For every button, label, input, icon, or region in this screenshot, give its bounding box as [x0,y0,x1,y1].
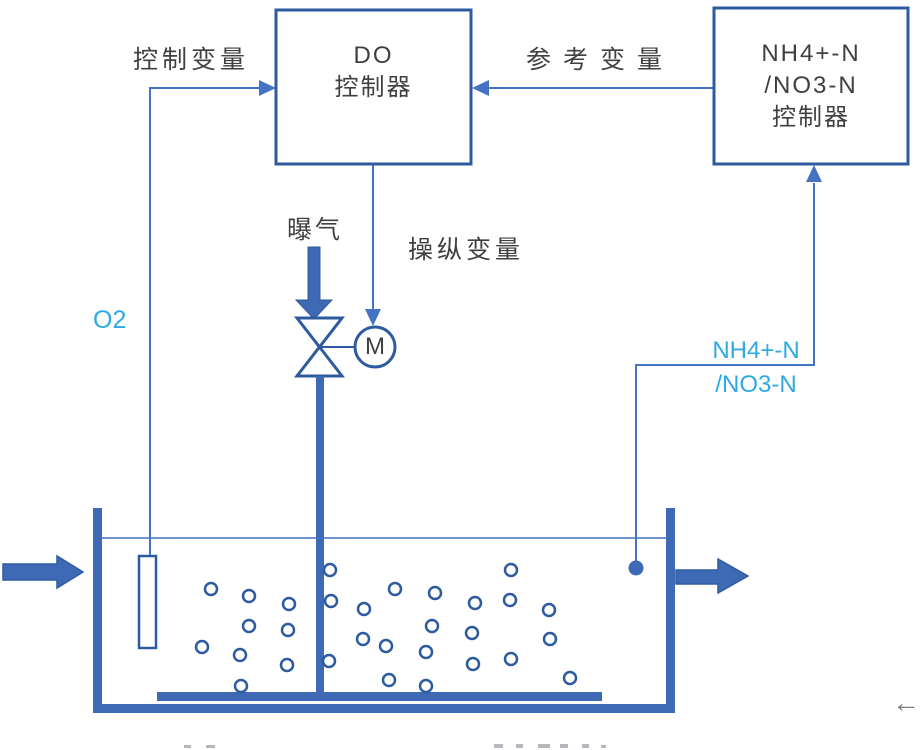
air-bubble-icon [424,618,440,634]
air-bubble-icon [542,631,558,647]
paragraph-return-mark: ← [892,687,920,718]
air-bubble-icon [467,595,483,611]
aeration-pipe [316,376,324,698]
air-bubble-icon [502,592,518,608]
label-nh4-sensor: NH4+-N /NO3-N [656,334,856,402]
air-bubble-icon [232,647,248,663]
do-controller-box [274,8,473,166]
nh4-controller-label-line3: 控制器 [772,104,850,131]
label-aeration: 曝气 [286,216,343,244]
air-bubble-icon [241,618,257,634]
inflow-arrow-icon [2,554,85,590]
air-bubble-icon [562,670,578,686]
do-probe-icon [137,554,158,650]
nh4-sensor-arrowhead-icon [806,165,822,182]
outflow-arrow-icon [675,557,750,595]
air-bubble-icon [280,622,296,638]
motor-label: M [365,333,385,360]
clipped-caption-fragments [184,744,606,748]
label-nh4-sensor-line1: NH4+-N [712,337,800,364]
air-bubble-icon [503,651,519,667]
tank-bottom [93,704,675,713]
do-controller-label: DO 控制器 [276,10,471,164]
air-bubble-icon [281,596,297,612]
reference-variable-arrowhead-icon [472,80,489,96]
air-bubble-icon [378,638,394,654]
air-bubble-icon [465,656,481,672]
label-manipulated-variable: 操纵变量 [407,236,524,264]
nh4-sensor-line [635,183,815,561]
air-bubble-icon [418,644,434,660]
nh4-controller-label-line2: /NO3-N [764,72,858,99]
air-bubble-icon [323,593,339,609]
label-reference-variable: 参考变量 [525,46,674,74]
air-bubble-icon [418,678,434,694]
air-bubble-icon [381,672,397,688]
air-bubble-icon [203,581,219,597]
air-bubble-icon [355,631,371,647]
control-variable-arrowhead-icon [259,80,276,96]
valve-icon [293,316,346,350]
air-bubble-icon [503,562,519,578]
bubbles-group [194,562,578,694]
nh4-controller-box [712,6,910,166]
label-control-variable: 控制变量 [132,46,249,74]
tank-left-wall [93,508,102,713]
motor-circle-icon [353,325,397,369]
do-controller-label-line1: DO [353,42,394,69]
nh4-controller-label-line1: NH4+-N [761,40,861,67]
air-bubble-icon [356,601,372,617]
air-bubble-icon [321,653,337,669]
valve-icon [293,344,346,378]
diffuser-pipe [157,692,602,701]
air-bubble-icon [464,625,480,641]
label-nh4-sensor-line2: /NO3-N [715,371,797,398]
air-bubble-icon [233,678,249,694]
nh4-controller-label: NH4+-N /NO3-N 控制器 [714,8,908,164]
manipulated-variable-arrowhead-icon [365,309,381,326]
air-bubble-icon [387,581,403,597]
nh4-sensor-dot-icon [628,560,644,576]
air-bubble-icon [241,588,257,604]
tank-right-wall [666,508,675,713]
air-bubble-icon [194,639,210,655]
do-controller-label-line2: 控制器 [334,74,413,101]
aeration-arrow-icon [294,246,334,320]
control-variable-line [149,87,260,556]
air-bubble-icon [427,585,443,601]
air-bubble-icon [279,657,295,673]
air-bubble-icon [322,562,338,578]
label-o2-sensor: O2 [93,306,127,334]
air-bubble-icon [541,602,557,618]
